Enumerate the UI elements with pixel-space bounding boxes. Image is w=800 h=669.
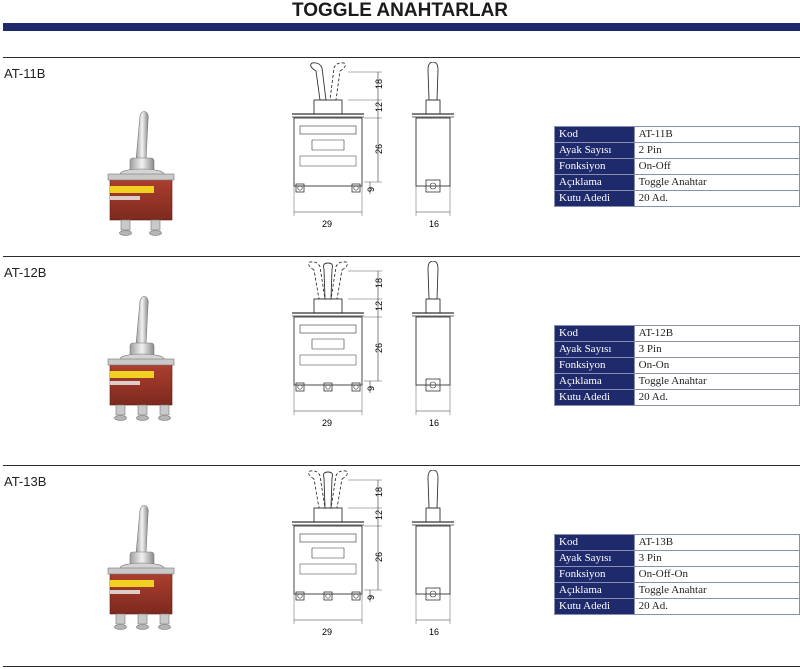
switch-photo <box>107 111 175 236</box>
dim-width: 29 <box>322 418 332 428</box>
spec-key: Kutu Adedi <box>554 190 635 207</box>
spec-key: Fonksiyon <box>554 566 635 583</box>
spec-value: 20 Ad. <box>633 190 800 207</box>
spec-value: AT-12B <box>633 325 800 342</box>
divider <box>3 57 800 58</box>
spec-value: 3 Pin <box>633 341 800 358</box>
spec-table: Kod AT-11B Ayak Sayısı 2 Pin Fonksiyon O… <box>554 126 800 207</box>
product-code-label: AT-13B <box>4 474 47 489</box>
divider <box>3 666 800 667</box>
product-photo <box>96 502 191 642</box>
divider <box>3 256 800 257</box>
dim-bushing: 12 <box>374 102 384 112</box>
spec-value: Toggle Anahtar <box>633 174 800 191</box>
spec-key: Kod <box>554 325 635 342</box>
spec-row: Kod AT-13B <box>554 534 800 551</box>
spec-value: 20 Ad. <box>633 389 800 406</box>
spec-row: Açıklama Toggle Anahtar <box>554 582 800 599</box>
product-code-label: AT-12B <box>4 265 47 280</box>
product-section: AT-11B <box>0 58 800 253</box>
dim-pin: 9 <box>366 187 376 192</box>
spec-row: Kutu Adedi 20 Ad. <box>554 598 800 615</box>
technical-drawing: 18 12 26 9 29 16 <box>292 469 454 637</box>
dim-lever: 18 <box>374 278 384 288</box>
spec-value: On-Off <box>633 158 800 175</box>
switch-photo <box>107 505 175 630</box>
spec-value: AT-11B <box>633 126 800 143</box>
spec-key: Fonksiyon <box>554 357 635 374</box>
product-code-label: AT-11B <box>4 66 46 81</box>
spec-row: Ayak Sayısı 3 Pin <box>554 341 800 358</box>
spec-row: Ayak Sayısı 2 Pin <box>554 142 800 159</box>
technical-drawing: 18 12 26 9 29 16 <box>292 61 454 229</box>
spec-key: Açıklama <box>554 373 635 390</box>
dim-lever: 18 <box>374 79 384 89</box>
spec-value: 20 Ad. <box>633 598 800 615</box>
spec-value: Toggle Anahtar <box>633 373 800 390</box>
spec-row: Fonksiyon On-Off <box>554 158 800 175</box>
dim-width: 29 <box>322 219 332 229</box>
divider <box>3 465 800 466</box>
spec-key: Açıklama <box>554 582 635 599</box>
switch-photo <box>107 296 175 421</box>
spec-value: Toggle Anahtar <box>633 582 800 599</box>
dim-lever: 18 <box>374 487 384 497</box>
spec-row: Fonksiyon On-Off-On <box>554 566 800 583</box>
dim-pin: 9 <box>366 595 376 600</box>
spec-value: AT-13B <box>633 534 800 551</box>
spec-key: Kod <box>554 126 635 143</box>
spec-row: Açıklama Toggle Anahtar <box>554 373 800 390</box>
product-drawing: 18 12 26 9 29 16 <box>278 61 488 247</box>
dim-pin: 9 <box>366 386 376 391</box>
product-drawing: 18 12 26 9 29 16 <box>278 469 488 655</box>
dim-bushing: 12 <box>374 301 384 311</box>
spec-key: Ayak Sayısı <box>554 550 635 567</box>
spec-row: Kutu Adedi 20 Ad. <box>554 190 800 207</box>
product-section: AT-12B <box>0 257 800 452</box>
spec-key: Kutu Adedi <box>554 389 635 406</box>
spec-value: On-On <box>633 357 800 374</box>
dim-depth: 16 <box>429 219 439 229</box>
spec-value: 2 Pin <box>633 142 800 159</box>
spec-value: 3 Pin <box>633 550 800 567</box>
spec-key: Ayak Sayısı <box>554 142 635 159</box>
spec-key: Kod <box>554 534 635 551</box>
technical-drawing: 18 12 26 9 29 16 <box>292 260 454 428</box>
title-bar <box>3 23 800 31</box>
product-photo <box>96 108 191 248</box>
dim-body: 26 <box>374 552 384 562</box>
dim-bushing: 12 <box>374 510 384 520</box>
dim-body: 26 <box>374 343 384 353</box>
page-title: TOGGLE ANAHTARLAR <box>291 0 509 21</box>
dim-depth: 16 <box>429 627 439 637</box>
spec-row: Açıklama Toggle Anahtar <box>554 174 800 191</box>
spec-row: Kutu Adedi 20 Ad. <box>554 389 800 406</box>
spec-table: Kod AT-12B Ayak Sayısı 3 Pin Fonksiyon O… <box>554 325 800 406</box>
spec-key: Ayak Sayısı <box>554 341 635 358</box>
dim-body: 26 <box>374 144 384 154</box>
spec-table: Kod AT-13B Ayak Sayısı 3 Pin Fonksiyon O… <box>554 534 800 615</box>
dim-width: 29 <box>322 627 332 637</box>
product-section: AT-13B <box>0 466 800 661</box>
spec-value: On-Off-On <box>633 566 800 583</box>
spec-row: Fonksiyon On-On <box>554 357 800 374</box>
spec-row: Ayak Sayısı 3 Pin <box>554 550 800 567</box>
spec-key: Açıklama <box>554 174 635 191</box>
spec-row: Kod AT-11B <box>554 126 800 143</box>
spec-key: Kutu Adedi <box>554 598 635 615</box>
spec-row: Kod AT-12B <box>554 325 800 342</box>
product-photo <box>96 293 191 433</box>
product-drawing: 18 12 26 9 29 16 <box>278 260 488 446</box>
spec-key: Fonksiyon <box>554 158 635 175</box>
dim-depth: 16 <box>429 418 439 428</box>
